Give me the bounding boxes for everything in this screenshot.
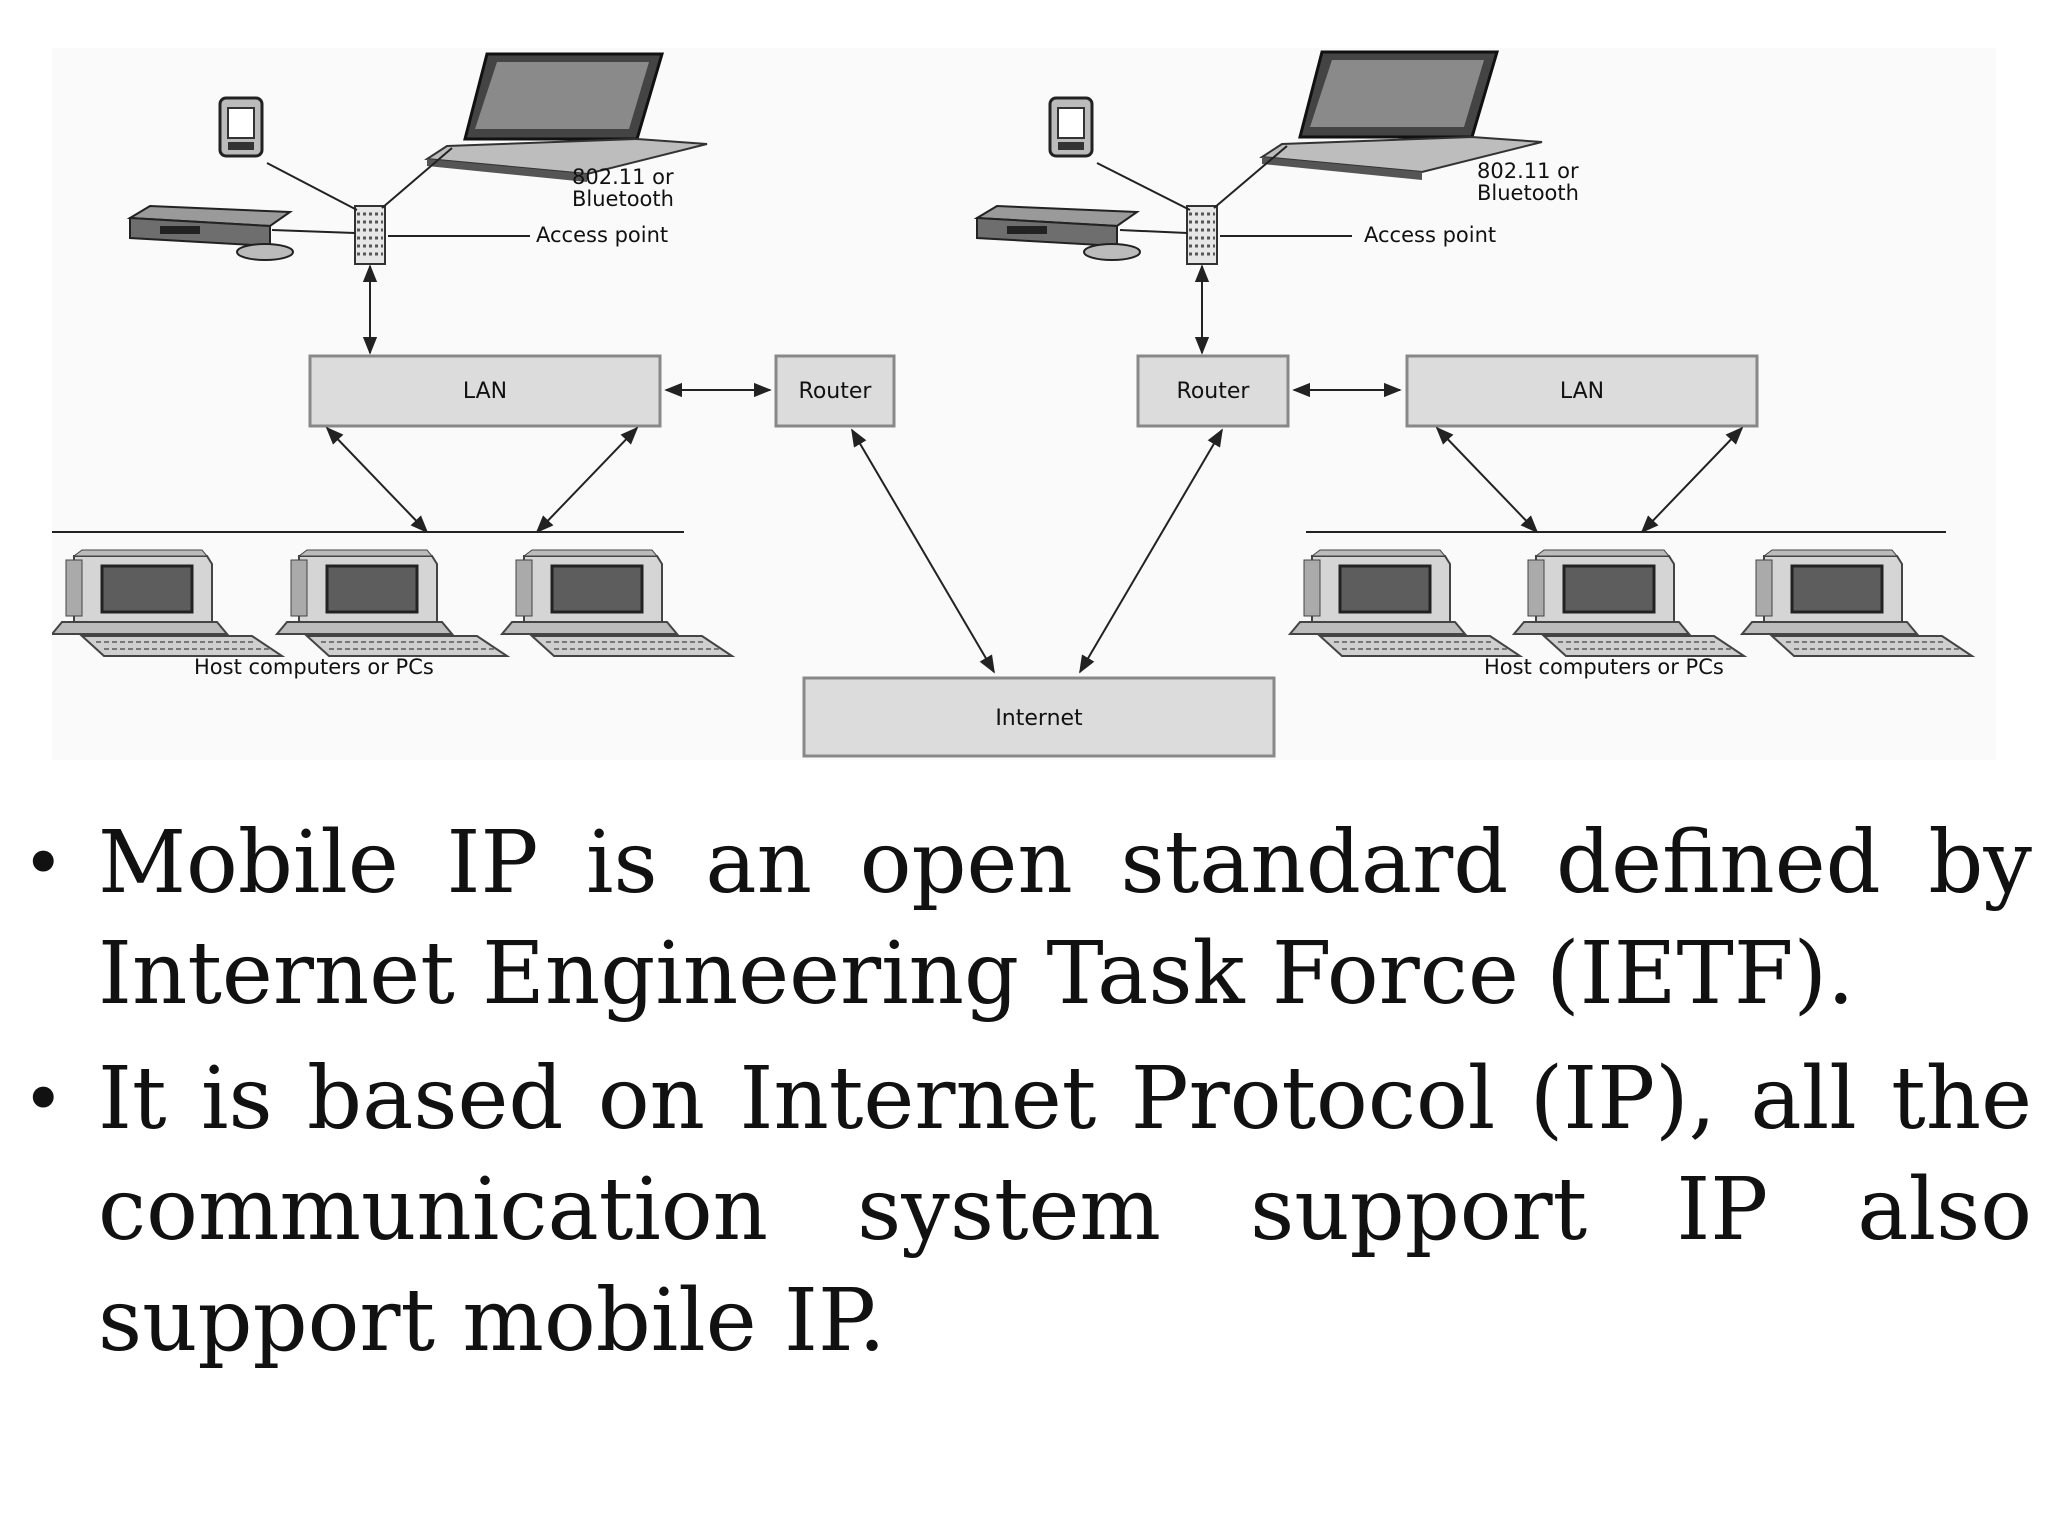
bullet-item: • Mobile IP is an open standard defined … xyxy=(22,808,2032,1030)
lan-host-arrow-1 xyxy=(1435,426,1539,534)
bullet-text: It is based on Internet Protocol (IP), a… xyxy=(98,1049,2032,1371)
access-point-label: Access point xyxy=(1364,223,1496,247)
bullet-list: • Mobile IP is an open standard defined … xyxy=(22,808,2032,1391)
wireless-label-line2: Bluetooth xyxy=(572,187,674,211)
router-label: Router xyxy=(799,379,873,404)
access-point-icon xyxy=(1185,204,1219,266)
pda-icon xyxy=(1048,96,1094,158)
desktop-link xyxy=(1119,229,1188,234)
internet-box xyxy=(802,676,1276,758)
wireless-label-line1: 802.11 or xyxy=(1477,159,1579,183)
desktop-link xyxy=(271,229,356,234)
lan-host-arrow-1 xyxy=(325,426,429,534)
bullet-marker: • xyxy=(22,821,65,905)
router-label: Router xyxy=(1177,379,1251,404)
pc-icon xyxy=(1740,548,1974,658)
lan-label: LAN xyxy=(463,379,507,404)
desktop-unit-icon xyxy=(976,205,1141,261)
access-point-icon xyxy=(353,204,387,266)
pc-icon xyxy=(1288,548,1522,658)
lan-host-arrow-2 xyxy=(1640,426,1744,534)
lan-label: LAN xyxy=(1560,379,1604,404)
left-site: 802.11 or Bluetooth Access point LAN Rou… xyxy=(52,52,896,679)
internet-label: Internet xyxy=(995,706,1083,731)
lan-box xyxy=(308,354,662,428)
bullet-text: Mobile IP is an open standard defined by… xyxy=(98,813,2032,1024)
desktop-unit-icon xyxy=(129,205,294,261)
pda-link xyxy=(1096,162,1191,211)
pc-icon xyxy=(1512,548,1746,658)
pda-icon xyxy=(218,96,264,158)
pc-icon xyxy=(275,548,509,658)
hosts-label: Host computers or PCs xyxy=(194,655,434,679)
pc-icon xyxy=(500,548,734,658)
right-router-internet-arrow xyxy=(1079,428,1223,674)
network-diagram: 802.11 or Bluetooth Access point LAN Rou… xyxy=(52,48,1996,760)
right-site: 802.11 or Bluetooth Access point Router … xyxy=(976,50,1974,679)
lan-host-arrow-2 xyxy=(535,426,639,534)
laptop-link xyxy=(1213,145,1288,209)
access-point-label: Access point xyxy=(536,223,668,247)
wireless-label-line1: 802.11 or xyxy=(572,165,674,189)
left-router-internet-arrow xyxy=(851,428,995,674)
bullet-item: • It is based on Internet Protocol (IP),… xyxy=(22,1044,2032,1377)
lan-box xyxy=(1405,354,1759,428)
laptop-icon xyxy=(425,52,709,184)
pc-icon xyxy=(52,548,284,658)
bullet-marker: • xyxy=(22,1057,65,1141)
pda-link xyxy=(266,162,358,211)
router-box xyxy=(1136,354,1290,428)
laptop-link xyxy=(381,147,453,209)
hosts-label: Host computers or PCs xyxy=(1484,655,1724,679)
network-diagram-svg: 802.11 or Bluetooth Access point LAN Rou… xyxy=(52,50,1974,758)
wireless-label-line2: Bluetooth xyxy=(1477,181,1579,205)
router-box xyxy=(774,354,896,428)
